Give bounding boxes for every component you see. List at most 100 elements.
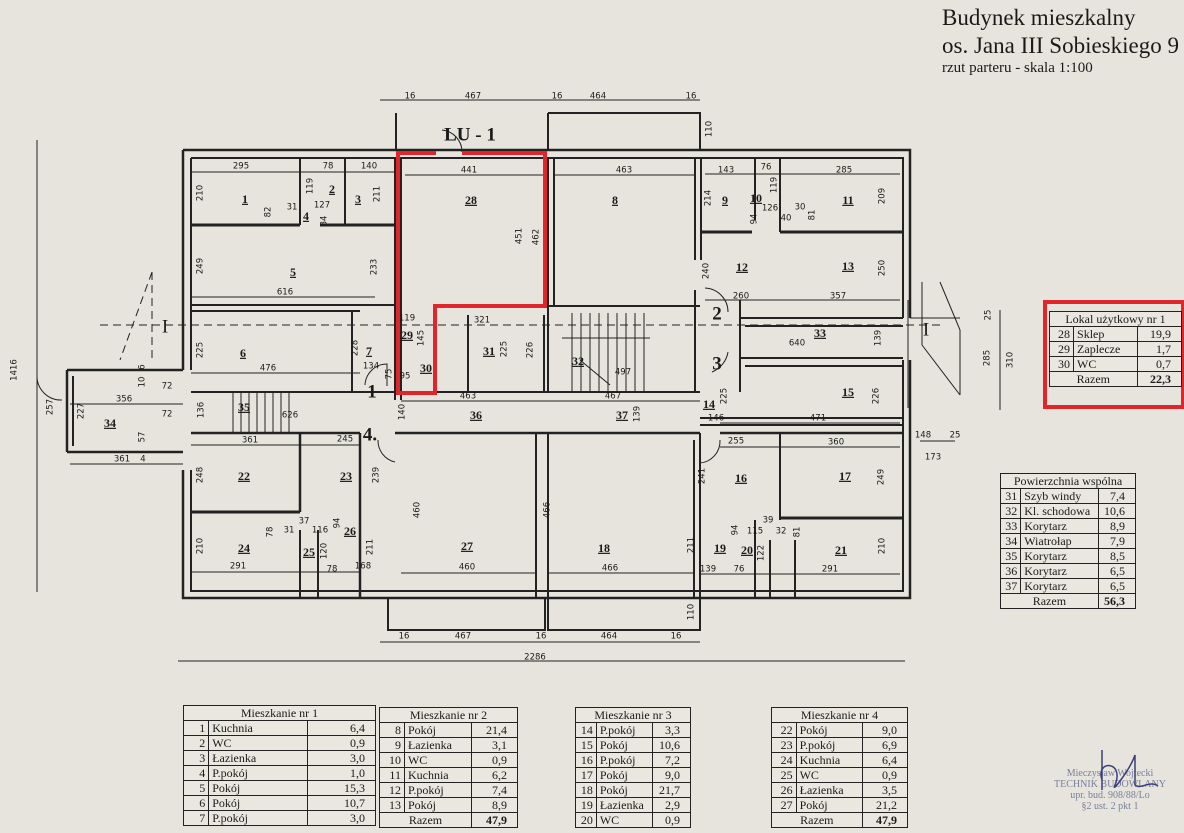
dimension-label: 360 [828,438,844,448]
table-cell: Łazienka [403,737,472,753]
dimension-label: 16 [686,92,697,102]
table-cell: 10,6 [1097,503,1137,519]
dimension-label: 460 [413,502,423,518]
table-cell: 19,9 [1136,326,1183,342]
table-title-row: Mieszkanie nr 4 [771,707,908,723]
dimension-label: 140 [361,162,377,172]
table-cell: Kuchnia [795,752,863,768]
table-cell: WC [403,752,472,768]
table-cell: Mieszkanie nr 3 [575,707,691,723]
dimension-label: 291 [230,562,246,572]
dimension-label: 1416 [10,359,20,381]
section-mark: I [923,319,929,340]
table-cell: 56,3 [1097,593,1137,609]
dimension-label: 143 [718,166,734,176]
table-cell: Razem [771,812,863,828]
table-cell: Korytarz [1020,548,1099,564]
dimension-label: 257 [46,399,56,415]
dimension-label: 241 [698,468,708,484]
table-cell: Sklep [1073,326,1138,342]
dimension-label: 76 [761,163,772,173]
dimension-label: 226 [872,388,882,404]
dimension-label: 110 [705,121,715,137]
dimension-label: 616 [277,288,293,298]
room-number-label: 8 [612,193,618,207]
table-cell: WC [795,767,863,783]
room-number-label: 16 [735,471,747,485]
room-number-label: 15 [842,385,854,399]
drawing-title: Budynek mieszkalny os. Jana III Sobieski… [942,4,1179,60]
signature [1100,750,1159,790]
dimension-label: 173 [925,453,941,463]
dimension-label: 464 [601,632,617,642]
table-cell: 3,1 [470,737,519,753]
dimension-label: 291 [822,565,838,575]
dimension-label: 285 [836,166,852,176]
table-cell: 0,9 [470,752,519,768]
table-cell: 9,0 [651,767,692,783]
dimension-label: 225 [720,388,730,404]
dimension-label: 75 [385,369,395,380]
table-cell: 15,3 [307,780,376,796]
room-number-label: 14 [703,397,715,411]
table-cell: P.pokój [208,810,309,826]
table-cell: 22,3 [1136,371,1183,387]
dimension-label: 228 [351,340,361,356]
dimension-label: 214 [704,190,714,206]
dimension-label: 25 [984,310,994,321]
dimension-label: 226 [526,342,536,358]
table-cell: 2,9 [651,797,692,813]
dimension-label: 260 [733,292,749,302]
table-cell: 29 [1048,341,1075,357]
table-cell: Kuchnia [208,720,309,736]
table-cell: 21,4 [470,722,519,738]
dimension-label: 139 [874,330,884,346]
dimension-label: 210 [196,538,206,554]
dimension-label: 321 [474,316,490,326]
dimension-label: 126 [762,204,778,214]
table-cell: 6,5 [1097,563,1137,579]
dimension-label: 95 [400,372,411,382]
room-number-label: 5 [290,265,296,279]
table-cell: Pokój [208,780,309,796]
entrance-number: 2 [712,303,722,324]
table-cell: 11 [379,767,405,783]
table-cell: 0,7 [1136,356,1183,372]
room-number-label: 17 [839,469,851,483]
table-cell: Pokój [595,782,653,798]
walls [36,112,961,631]
room-number-label: 26 [344,524,356,538]
room-number-label: 11 [842,193,853,207]
room-number-label: 4 [303,209,309,223]
table-cell: 9 [379,737,405,753]
table-cell: 14 [575,722,597,738]
dimension-label: 250 [878,260,888,276]
room-number-label: 36 [470,408,482,422]
dimension-label: 136 [197,402,207,418]
dimension-label: 84 [320,216,330,227]
table-cell: 16 [575,752,597,768]
table-cell: 5 [182,780,210,796]
dimension-label: 30 [795,203,806,213]
room-number-label: 30 [420,361,432,375]
room-number-label: 23 [340,469,352,483]
dimension-label: 139 [633,406,643,422]
table-cell: Pokój [595,767,653,783]
dimension-label: 466 [543,502,553,518]
dimension-label: 441 [461,166,477,176]
dimension-label: 168 [355,562,371,572]
dimension-label: 357 [830,292,846,302]
table-cell: 20 [575,812,597,828]
table-cell: Razem [1049,371,1138,387]
dimension-label: 72 [162,410,173,420]
table-cell: Mieszkanie nr 2 [379,707,518,723]
